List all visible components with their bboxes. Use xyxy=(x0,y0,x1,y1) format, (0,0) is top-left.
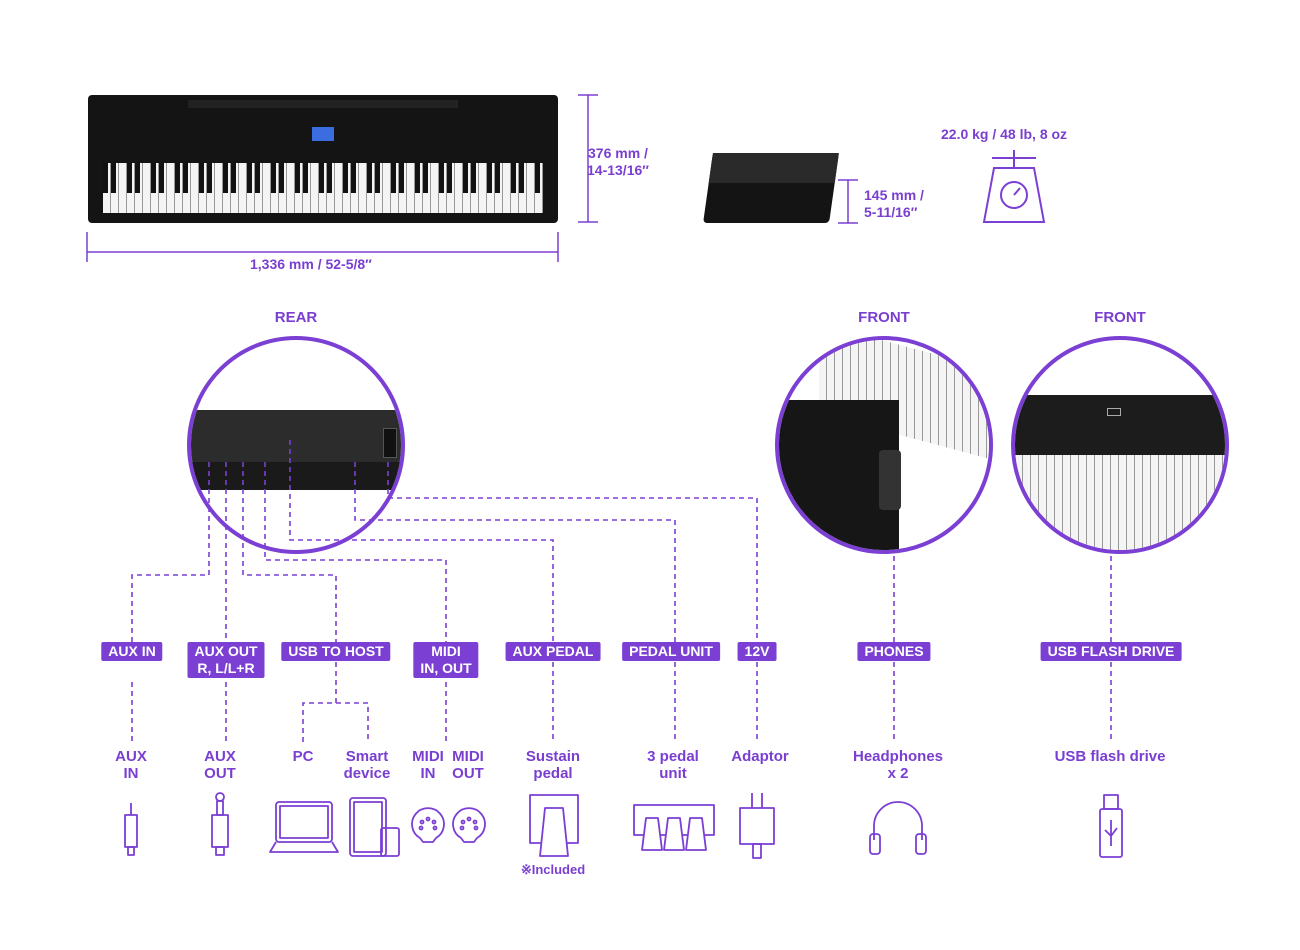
tag-usb-to-host: USB TO HOST xyxy=(281,642,391,661)
device-midi-out-l2: OUT xyxy=(452,765,484,782)
tag-midi-line1: MIDI xyxy=(431,643,461,659)
device-sustain-l2: pedal xyxy=(533,765,573,782)
height-dimension: 376 mm / 14-13/16″ xyxy=(587,145,649,179)
front-phones-closeup xyxy=(775,336,993,554)
device-midi-in-l1: MIDI xyxy=(412,748,444,765)
tablet-phone-icon xyxy=(349,797,400,857)
device-aux-in-l2: IN xyxy=(123,765,139,782)
sustain-included-note: ※Included xyxy=(520,862,586,877)
tag-aux-out-line1: AUX OUT xyxy=(194,643,258,659)
weight-text: 22.0 kg / 48 lb, 8 oz xyxy=(941,126,1068,142)
rear-panel-closeup xyxy=(187,336,405,554)
device-sustain-l1: Sustain xyxy=(525,748,581,765)
front-title-usb: FRONT xyxy=(1094,309,1146,326)
tag-midi-line2: IN, OUT xyxy=(420,660,472,676)
depth-line1: 145 mm / xyxy=(864,187,924,203)
piano-front-image xyxy=(88,95,558,223)
tag-aux-pedal: AUX PEDAL xyxy=(505,642,601,661)
tag-usb-flash-drive: USB FLASH DRIVE xyxy=(1040,642,1182,661)
device-headphones-l1: Headphones xyxy=(852,748,944,765)
device-smart-l2: device xyxy=(343,765,391,782)
scale-icon xyxy=(982,150,1046,223)
device-smart-l1: Smart xyxy=(345,748,389,765)
pedal-unit-icon xyxy=(633,804,715,851)
device-headphones-l2: x 2 xyxy=(887,765,909,782)
front-title-phones: FRONT xyxy=(858,309,910,326)
device-pc: PC xyxy=(292,748,314,765)
depth-dimension: 145 mm / 5-11/16″ xyxy=(864,187,924,221)
height-line2: 14-13/16″ xyxy=(587,162,649,178)
laptop-icon xyxy=(269,801,339,853)
device-aux-in-l1: AUX xyxy=(115,748,147,765)
device-aux-out-l1: AUX xyxy=(204,748,236,765)
device-midi-in-l2: IN xyxy=(420,765,436,782)
height-line1: 376 mm / xyxy=(588,145,648,161)
usb-flash-drive-icon xyxy=(1099,794,1123,858)
tag-aux-out-line2: R, L/L+R xyxy=(197,660,255,676)
display-screen xyxy=(312,127,334,141)
device-adaptor: Adaptor xyxy=(731,748,789,765)
depth-line2: 5-11/16″ xyxy=(864,204,918,220)
device-pedal3-l2: unit xyxy=(659,765,687,782)
phone-jack-icon xyxy=(211,792,229,856)
tag-phones: PHONES xyxy=(857,642,931,661)
tag-12v: 12V xyxy=(737,642,777,661)
device-usb-flash: USB flash drive xyxy=(1054,748,1166,765)
mini-jack-icon xyxy=(124,803,138,856)
width-dimension: 1,336 mm / 52-5/8″ xyxy=(250,256,372,272)
sustain-pedal-icon xyxy=(529,794,579,857)
midi-out-icon xyxy=(452,807,486,843)
headphones-icon xyxy=(869,801,927,855)
midi-in-icon xyxy=(411,807,445,843)
rear-title: REAR xyxy=(274,309,318,326)
device-pedal3-l1: 3 pedal xyxy=(647,748,699,765)
device-midi-out-l1: MIDI xyxy=(452,748,484,765)
front-usb-closeup xyxy=(1011,336,1229,554)
tag-pedal-unit: PEDAL UNIT xyxy=(622,642,720,661)
tag-aux-in: AUX IN xyxy=(101,642,163,661)
power-adaptor-icon xyxy=(739,793,775,859)
device-aux-out-l2: OUT xyxy=(204,765,236,782)
